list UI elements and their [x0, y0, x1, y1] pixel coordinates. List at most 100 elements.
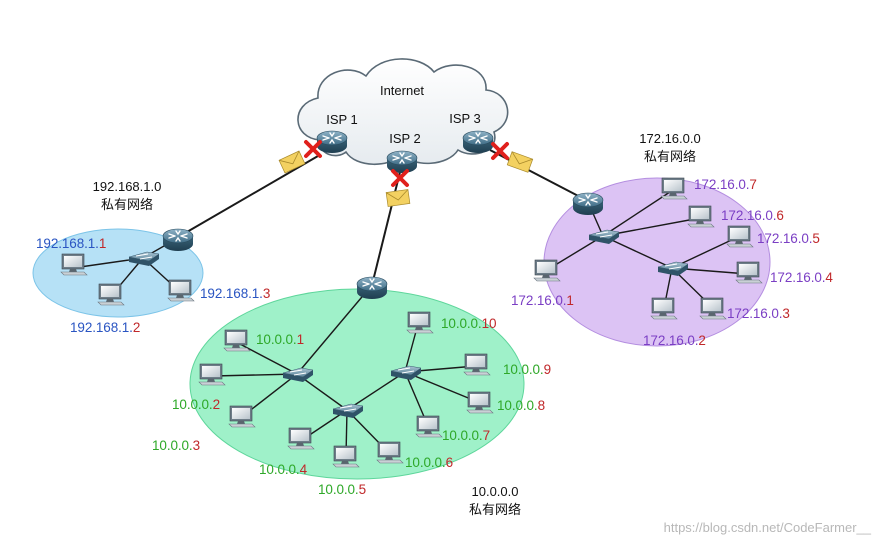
- network-192-168-1-0-area: [32, 228, 204, 318]
- pc-192-1-icon: [60, 253, 88, 276]
- host-label-172-3: 172.16.0.3: [727, 306, 790, 321]
- switch-192-icon: [128, 251, 160, 266]
- host-label-10-6: 10.0.0.6: [405, 455, 453, 470]
- host-prefix: 10.0.0.: [405, 455, 446, 470]
- blocked-isp1-icon: [304, 140, 322, 158]
- network-172-type: 私有网络: [643, 149, 696, 164]
- envelope-isp1-icon: [278, 150, 306, 174]
- host-suffix: 6: [776, 208, 784, 223]
- link-isp2-r10: [371, 171, 401, 286]
- host-label-192-2: 192.168.1.2: [70, 320, 140, 335]
- network-10-label: 10.0.0.0 私有网络: [460, 483, 530, 519]
- host-label-10-1: 10.0.0.1: [256, 332, 304, 347]
- pc-172-4-icon: [735, 261, 763, 284]
- pc-10-6-icon: [376, 441, 404, 464]
- pc-10-2-icon: [198, 363, 226, 386]
- host-label-10-3: 10.0.0.3: [152, 438, 200, 453]
- host-suffix: 2: [132, 320, 141, 335]
- host-suffix: 5: [358, 482, 367, 497]
- host-prefix: 172.16.0.: [721, 208, 777, 223]
- host-prefix: 172.16.0.: [694, 177, 750, 192]
- host-suffix: 2: [212, 397, 221, 412]
- host-prefix: 10.0.0.: [497, 398, 538, 413]
- pc-172-3-icon: [699, 297, 727, 320]
- cloud-icon: [297, 58, 509, 165]
- isp2-label: ISP 2: [389, 131, 421, 146]
- host-prefix: 10.0.0.: [318, 482, 359, 497]
- pc-192-2-icon: [97, 283, 125, 306]
- pc-10-5-icon: [332, 445, 360, 468]
- pc-192-3-icon: [167, 279, 195, 302]
- network-10-address: 10.0.0.0: [471, 484, 519, 499]
- watermark: https://blog.csdn.net/CodeFarmer__: [663, 520, 871, 535]
- host-prefix: 10.0.0.: [172, 397, 213, 412]
- host-suffix: 4: [299, 462, 308, 477]
- host-suffix: 3: [262, 286, 271, 301]
- switch-10-b-icon: [332, 403, 364, 418]
- router-172-icon: [572, 192, 604, 215]
- network-192-address: 192.168.1.0: [92, 179, 162, 194]
- host-prefix: 172.16.0.: [770, 270, 826, 285]
- host-label-172-6: 172.16.0.6: [721, 208, 784, 223]
- pc-10-9-icon: [463, 353, 491, 376]
- isp2-router-icon: [386, 150, 418, 173]
- host-label-10-2: 10.0.0.2: [172, 397, 220, 412]
- network-192-type: 私有网络: [100, 197, 153, 212]
- host-prefix: 172.16.0.: [643, 333, 699, 348]
- host-prefix: 192.168.1.: [36, 236, 99, 251]
- host-label-10-9: 10.0.0.9: [503, 362, 551, 377]
- host-label-172-1: 172.16.0.1: [511, 293, 574, 308]
- host-label-10-10: 10.0.0.10: [441, 316, 497, 331]
- host-label-192-3: 192.168.1.3: [200, 286, 270, 301]
- host-suffix: 1: [296, 332, 305, 347]
- host-label-10-7: 10.0.0.7: [442, 428, 490, 443]
- link-isp1-r192: [179, 155, 319, 237]
- host-label-10-4: 10.0.0.4: [259, 462, 307, 477]
- switch-172-b-icon: [657, 261, 689, 276]
- host-prefix: 10.0.0.: [442, 428, 483, 443]
- network-192-label: 192.168.1.0 私有网络: [84, 178, 170, 214]
- isp3-label: ISP 3: [449, 111, 481, 126]
- host-suffix: 10: [481, 316, 497, 331]
- host-prefix: 10.0.0.: [256, 332, 297, 347]
- host-label-172-2: 172.16.0.2: [643, 333, 706, 348]
- host-prefix: 10.0.0.: [503, 362, 544, 377]
- pc-10-1-icon: [223, 329, 251, 352]
- host-prefix: 192.168.1.: [200, 286, 263, 301]
- pc-10-3-icon: [228, 405, 256, 428]
- router-192-icon: [162, 228, 194, 251]
- network-172-label: 172.16.0.0 私有网络: [628, 130, 712, 166]
- host-suffix: 2: [698, 333, 706, 348]
- cloud-label: Internet: [380, 83, 424, 98]
- host-prefix: 10.0.0.: [441, 316, 482, 331]
- host-suffix: 4: [825, 270, 833, 285]
- host-label-172-4: 172.16.0.4: [770, 270, 833, 285]
- pc-10-4-icon: [287, 427, 315, 450]
- host-label-10-5: 10.0.0.5: [318, 482, 366, 497]
- host-suffix: 3: [192, 438, 201, 453]
- host-suffix: 7: [749, 177, 757, 192]
- host-label-192-1: 192.168.1.1: [36, 236, 106, 251]
- host-label-172-5: 172.16.0.5: [757, 231, 820, 246]
- envelope-isp3-icon: [506, 151, 534, 173]
- blocked-isp3-icon: [491, 142, 509, 160]
- host-suffix: 5: [812, 231, 820, 246]
- host-prefix: 192.168.1.: [70, 320, 133, 335]
- blocked-isp2-icon: [391, 169, 409, 187]
- host-label-10-8: 10.0.0.8: [497, 398, 545, 413]
- host-prefix: 172.16.0.: [757, 231, 813, 246]
- pc-172-7-icon: [660, 177, 688, 200]
- envelope-isp2-icon: [385, 189, 411, 207]
- network-172-address: 172.16.0.0: [639, 131, 701, 146]
- host-suffix: 3: [782, 306, 790, 321]
- network-10-type: 私有网络: [468, 502, 521, 517]
- host-suffix: 6: [445, 455, 454, 470]
- host-suffix: 1: [566, 293, 574, 308]
- pc-10-8-icon: [466, 391, 494, 414]
- host-label-172-7: 172.16.0.7: [694, 177, 757, 192]
- host-prefix: 10.0.0.: [152, 438, 193, 453]
- isp1-router-icon: [316, 130, 348, 153]
- isp3-router-icon: [462, 130, 494, 153]
- switch-10-c-icon: [390, 365, 422, 380]
